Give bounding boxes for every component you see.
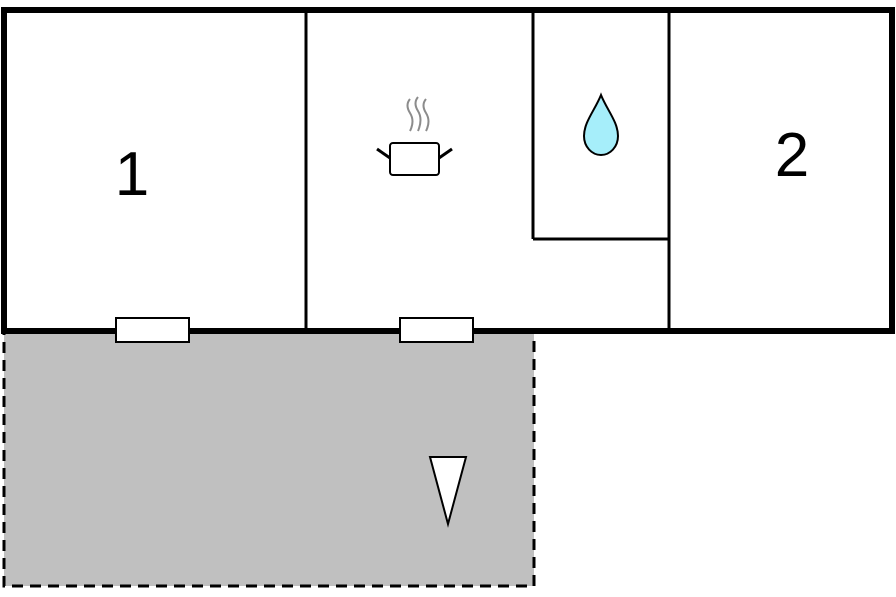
outer-wall bbox=[1, 7, 895, 334]
window-kitchen bbox=[399, 317, 474, 343]
water-drop-icon bbox=[582, 92, 620, 157]
room-label-1: 1 bbox=[115, 140, 149, 209]
cooking-pot-icon bbox=[376, 96, 453, 176]
north-arrow-icon bbox=[428, 456, 468, 528]
window-bedroom-1 bbox=[115, 317, 190, 343]
room-label-2: 2 bbox=[775, 121, 809, 190]
